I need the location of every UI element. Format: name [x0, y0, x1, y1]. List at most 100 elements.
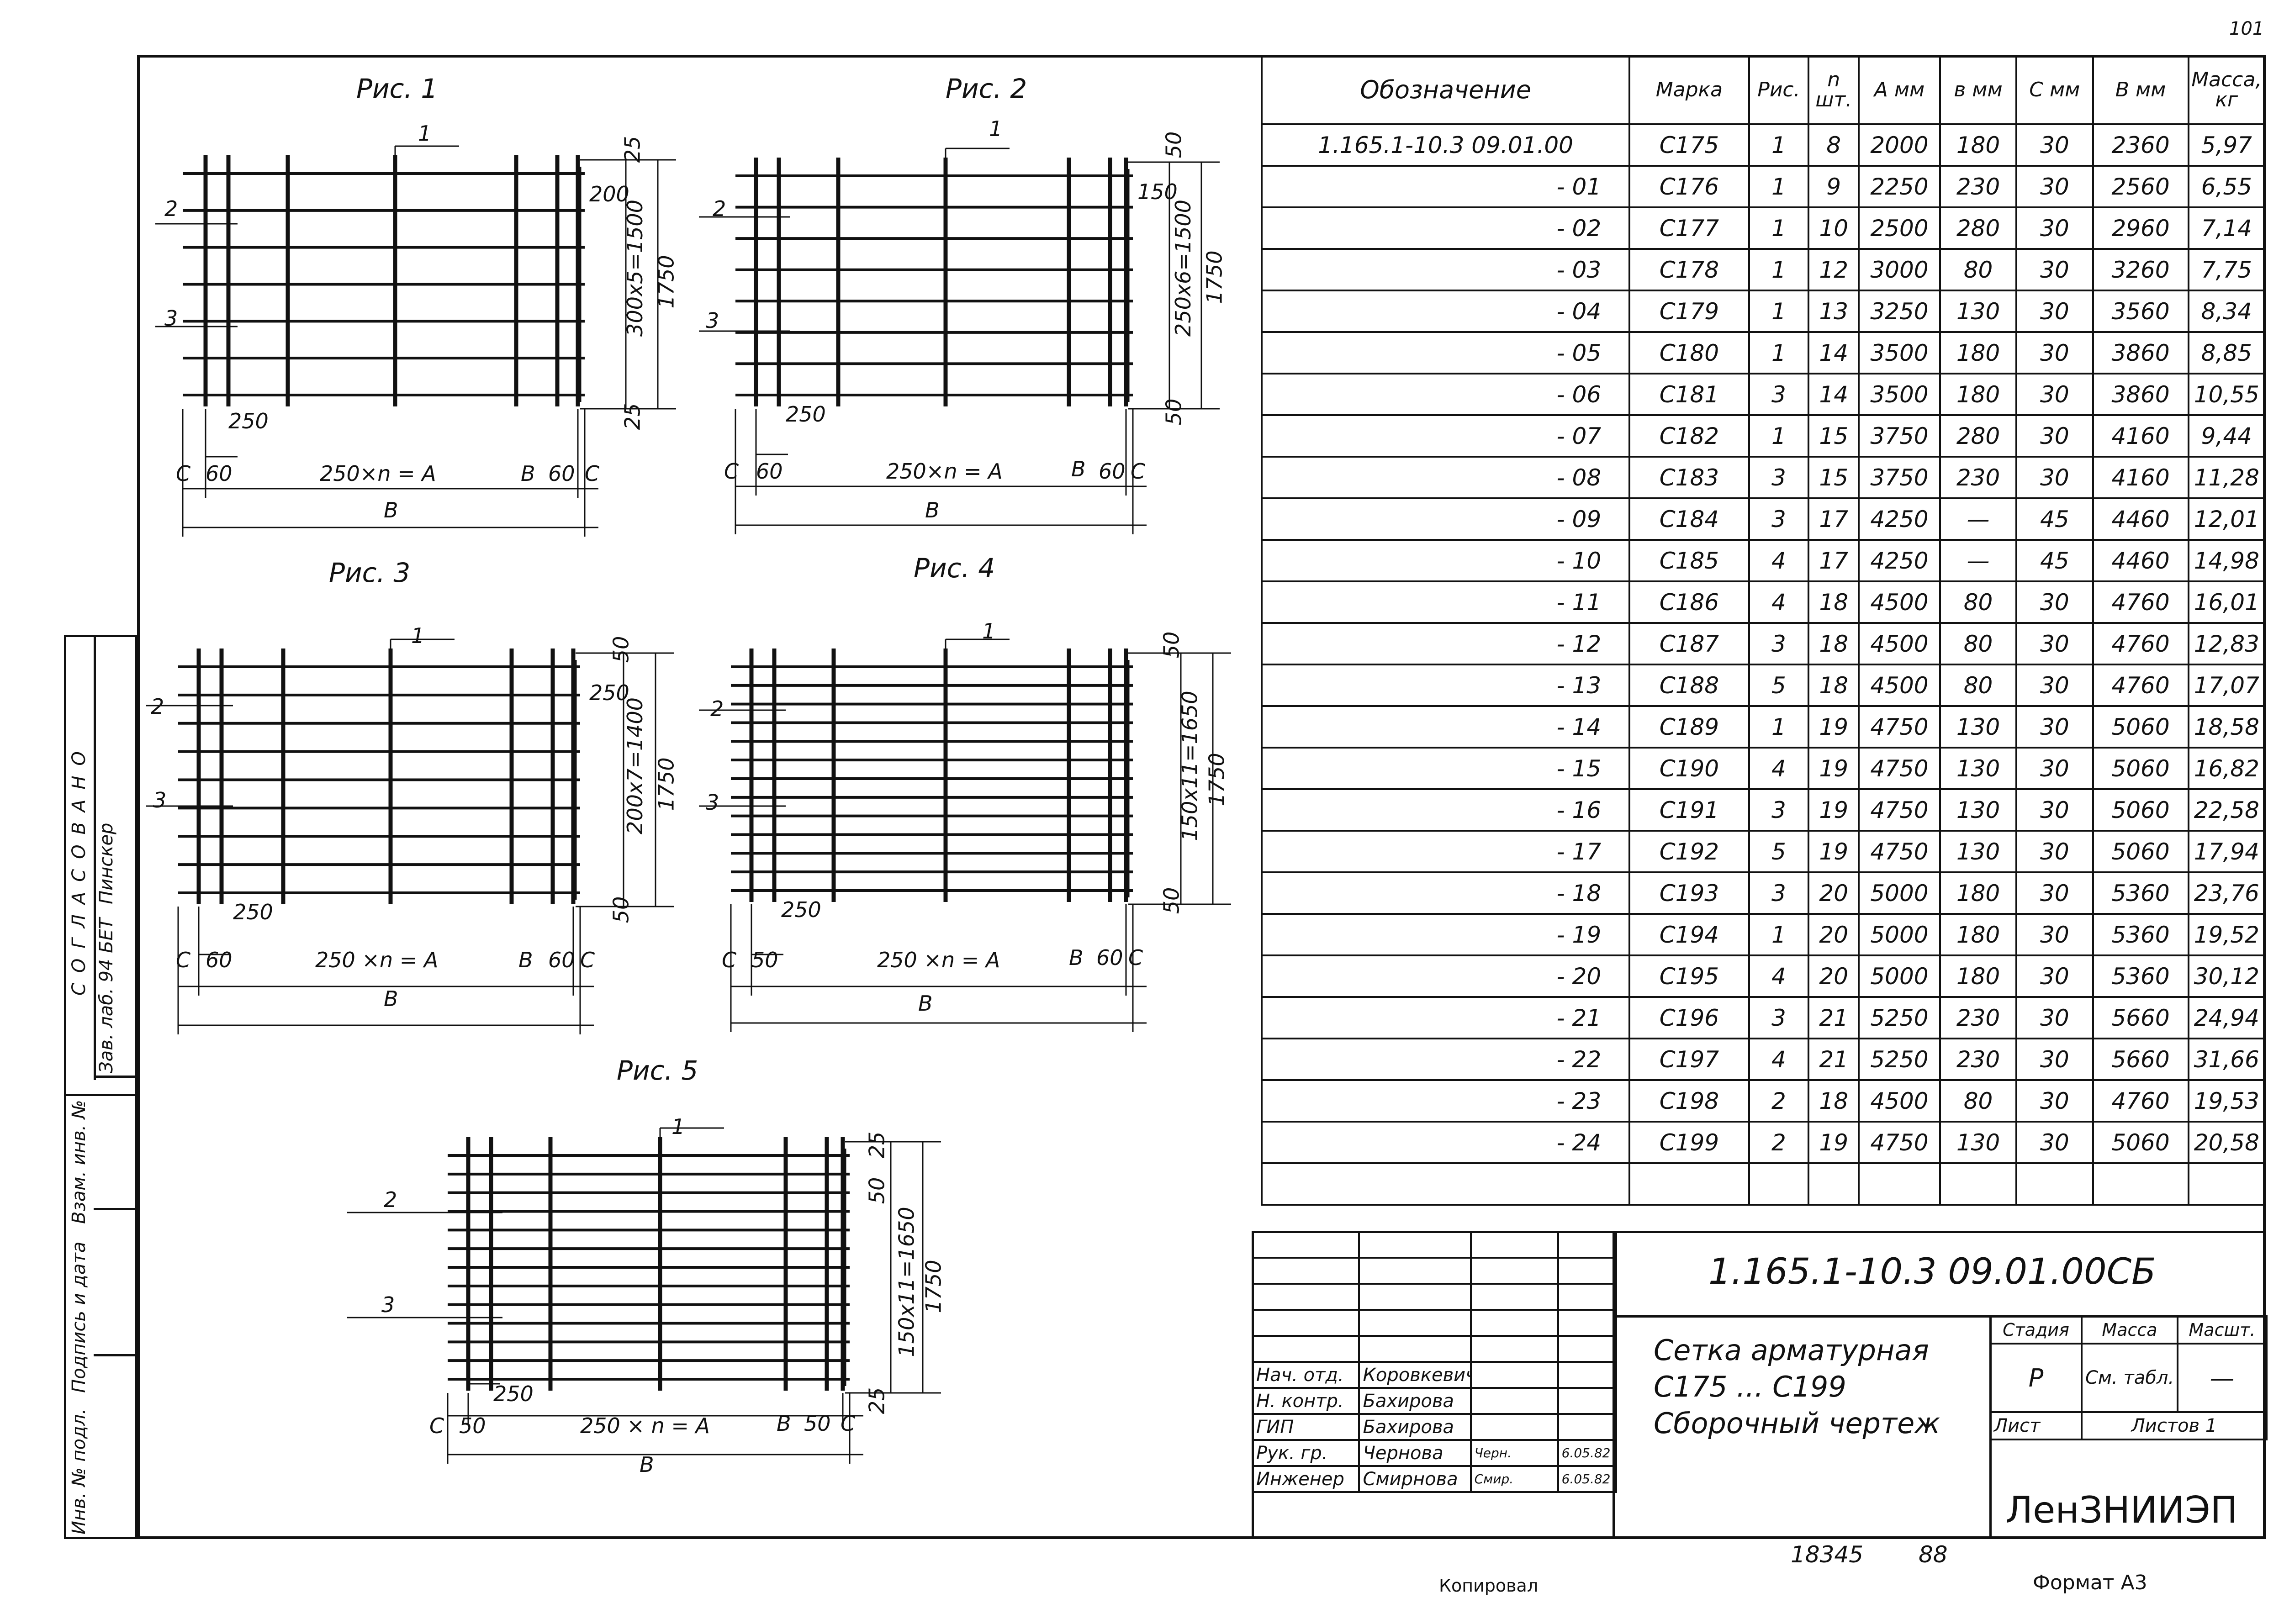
spec-cell: 19,53	[2187, 1079, 2266, 1123]
spec-cell: 230	[1939, 1038, 2018, 1081]
staff-sign	[1470, 1387, 1559, 1415]
fig1-callout-3: 3	[164, 306, 178, 331]
spec-cell: 45	[2015, 497, 2094, 541]
spec-cell: - 24	[1260, 1121, 1631, 1164]
scale-label: Масшт.	[2177, 1315, 2268, 1345]
spec-cell: - 21	[1260, 996, 1631, 1039]
staff-role: Инженер	[1251, 1465, 1360, 1493]
staff-cell-blank	[1358, 1231, 1472, 1259]
fig4-c-left: C	[722, 948, 737, 972]
spec-table: Обозначение Марка Рис. n шт. A мм в мм C…	[1260, 55, 2266, 1206]
fig2-b-total: B	[925, 498, 940, 522]
spec-cell: - 19	[1260, 913, 1631, 956]
spec-cell: C183	[1628, 456, 1750, 499]
col-a: A мм	[1858, 55, 1941, 125]
spec-cell: 4460	[2092, 497, 2189, 541]
spec-cell: 4	[1748, 1038, 1810, 1081]
spec-cell: 21	[1808, 1038, 1860, 1081]
spec-cell: 5	[1748, 830, 1810, 873]
spec-row-empty	[1260, 1162, 2266, 1206]
fig2-bottom-dim: 50	[1161, 398, 1186, 426]
spec-cell: 3	[1748, 456, 1810, 499]
stage-label: Стадия	[1989, 1315, 2083, 1345]
spec-cell: 12,01	[2187, 497, 2266, 541]
spec-cell: C194	[1628, 913, 1750, 956]
spec-cell: 3260	[2092, 248, 2189, 291]
staff-name: Бахирова	[1358, 1387, 1472, 1415]
spec-cell: 3560	[2092, 290, 2189, 333]
spec-cell: 11,28	[2187, 456, 2266, 499]
spec-cell: 30	[2015, 414, 2094, 458]
spec-cell: - 01	[1260, 165, 1631, 208]
mass-value: См. табл.	[2081, 1343, 2178, 1413]
spec-cell: - 11	[1260, 580, 1631, 624]
spec-cell: 30	[2015, 1121, 2094, 1164]
stamp-entry-name: Пинскер	[96, 823, 117, 904]
spec-cell: 6,55	[2187, 165, 2266, 208]
spec-cell: 5250	[1858, 996, 1941, 1039]
spec-cell: 5360	[2092, 954, 2189, 998]
staff-cell-blank	[1358, 1283, 1472, 1311]
staff-date: 6.05.82	[1557, 1465, 1618, 1493]
staff-row-blank	[1251, 1257, 1618, 1285]
spec-cell: 4760	[2092, 622, 2189, 665]
fig5-top-dim: 25	[864, 1131, 889, 1159]
staff-cell-blank	[1557, 1309, 1618, 1337]
spec-cell: 180	[1939, 954, 2018, 998]
fig1-60-left: 60	[206, 461, 233, 486]
spec-cell: 14	[1808, 331, 1860, 374]
fig3-c-left: C	[176, 948, 191, 972]
col-b-small: в мм	[1939, 55, 2018, 125]
spec-cell: 30	[2015, 788, 2094, 832]
fig1-bottom-dim: 25	[620, 403, 645, 430]
spec-cell: 2560	[2092, 165, 2189, 208]
title-name-3: Сборочный чертеж	[1654, 1407, 1940, 1440]
spec-cell: 5000	[1858, 954, 1941, 998]
spec-cell: C191	[1628, 788, 1750, 832]
footer-number-2: 88	[1919, 1541, 1948, 1568]
staff-role: Рук. гр.	[1251, 1439, 1360, 1467]
staff-cell-blank	[1470, 1335, 1559, 1363]
spec-cell: 3860	[2092, 373, 2189, 416]
spec-cell: - 13	[1260, 664, 1631, 707]
fig1-callout-1: 1	[418, 121, 432, 146]
spec-cell: 180	[1939, 331, 2018, 374]
staff-row: Н. контр.Бахирова	[1251, 1387, 1618, 1415]
spec-cell: 280	[1939, 206, 2018, 250]
staff-cell-blank	[1358, 1309, 1472, 1337]
fig5-b-total: B	[640, 1452, 654, 1477]
spec-cell: 3000	[1858, 248, 1941, 291]
col-n: n шт.	[1808, 55, 1860, 125]
spec-cell: 30	[2015, 664, 2094, 707]
spec-cell: C196	[1628, 996, 1750, 1039]
spec-cell: 19	[1808, 705, 1860, 749]
spec-cell: 18	[1808, 580, 1860, 624]
spec-cell-empty	[1808, 1162, 1860, 1206]
spec-cell: 130	[1939, 788, 2018, 832]
spec-cell: 5660	[2092, 996, 2189, 1039]
spec-cell: 4160	[2092, 456, 2189, 499]
spec-cell: C188	[1628, 664, 1750, 707]
spec-cell: 230	[1939, 165, 2018, 208]
spec-cell: 2960	[2092, 206, 2189, 250]
sheet-label: Лист	[1989, 1411, 2083, 1440]
spec-cell: 2500	[1858, 206, 1941, 250]
fig1-c-left: C	[176, 461, 191, 486]
fig4-formula: 250 ×n = A	[877, 948, 1000, 972]
spec-cell: C182	[1628, 414, 1750, 458]
spec-cell: C192	[1628, 830, 1750, 873]
spec-cell: 3	[1748, 497, 1810, 541]
spec-cell: C175	[1628, 123, 1750, 167]
scale-value: —	[2177, 1343, 2268, 1413]
spec-cell: 14	[1808, 373, 1860, 416]
spec-cell: 5000	[1858, 913, 1941, 956]
fig1-c-right: C	[585, 461, 600, 486]
spec-cell: C199	[1628, 1121, 1750, 1164]
